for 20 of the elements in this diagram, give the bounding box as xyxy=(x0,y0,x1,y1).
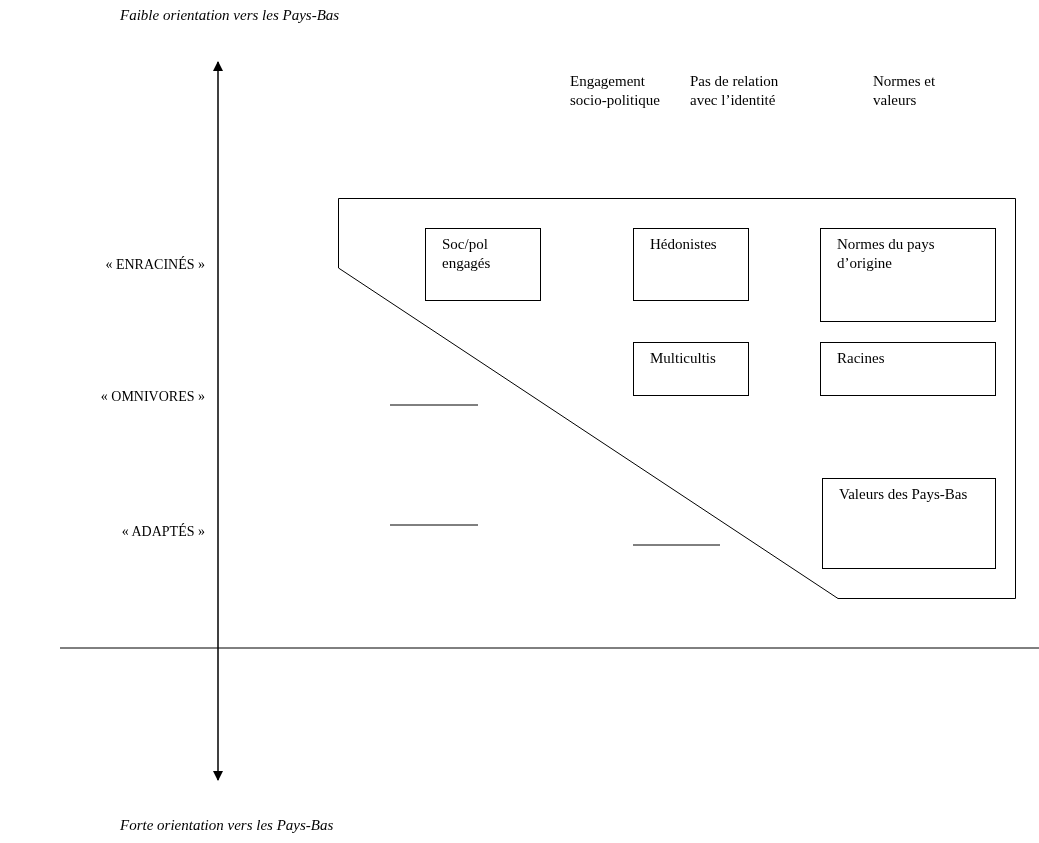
box-text: Soc/pol engagés xyxy=(442,235,492,273)
box-text: Valeurs des Pays-Bas xyxy=(839,485,968,504)
row-label: « ADAPTÉS » xyxy=(120,522,205,541)
category-box xyxy=(425,228,541,301)
category-box xyxy=(633,228,749,301)
row-label: « OMNIVORES » xyxy=(99,388,205,406)
column-header: Normes et valeurs xyxy=(873,72,937,110)
box-text: Normes du pays d’origine xyxy=(837,235,936,273)
box-text: Racines xyxy=(837,349,885,368)
category-box xyxy=(822,478,996,569)
category-box xyxy=(633,342,749,396)
column-header: Engagement socio-politique xyxy=(570,72,661,110)
column-header: Pas de relation avec l’identité xyxy=(690,72,780,110)
axis-label: Forte orientation vers les Pays-Bas xyxy=(120,816,335,835)
category-box xyxy=(820,228,996,322)
axis-label: Faible orientation vers les Pays-Bas xyxy=(120,6,341,25)
row-label: « ENRACINÉS » xyxy=(104,255,205,274)
box-text: Multicultis xyxy=(650,349,716,368)
box-text: Hédonistes xyxy=(650,235,717,254)
category-box xyxy=(820,342,996,396)
